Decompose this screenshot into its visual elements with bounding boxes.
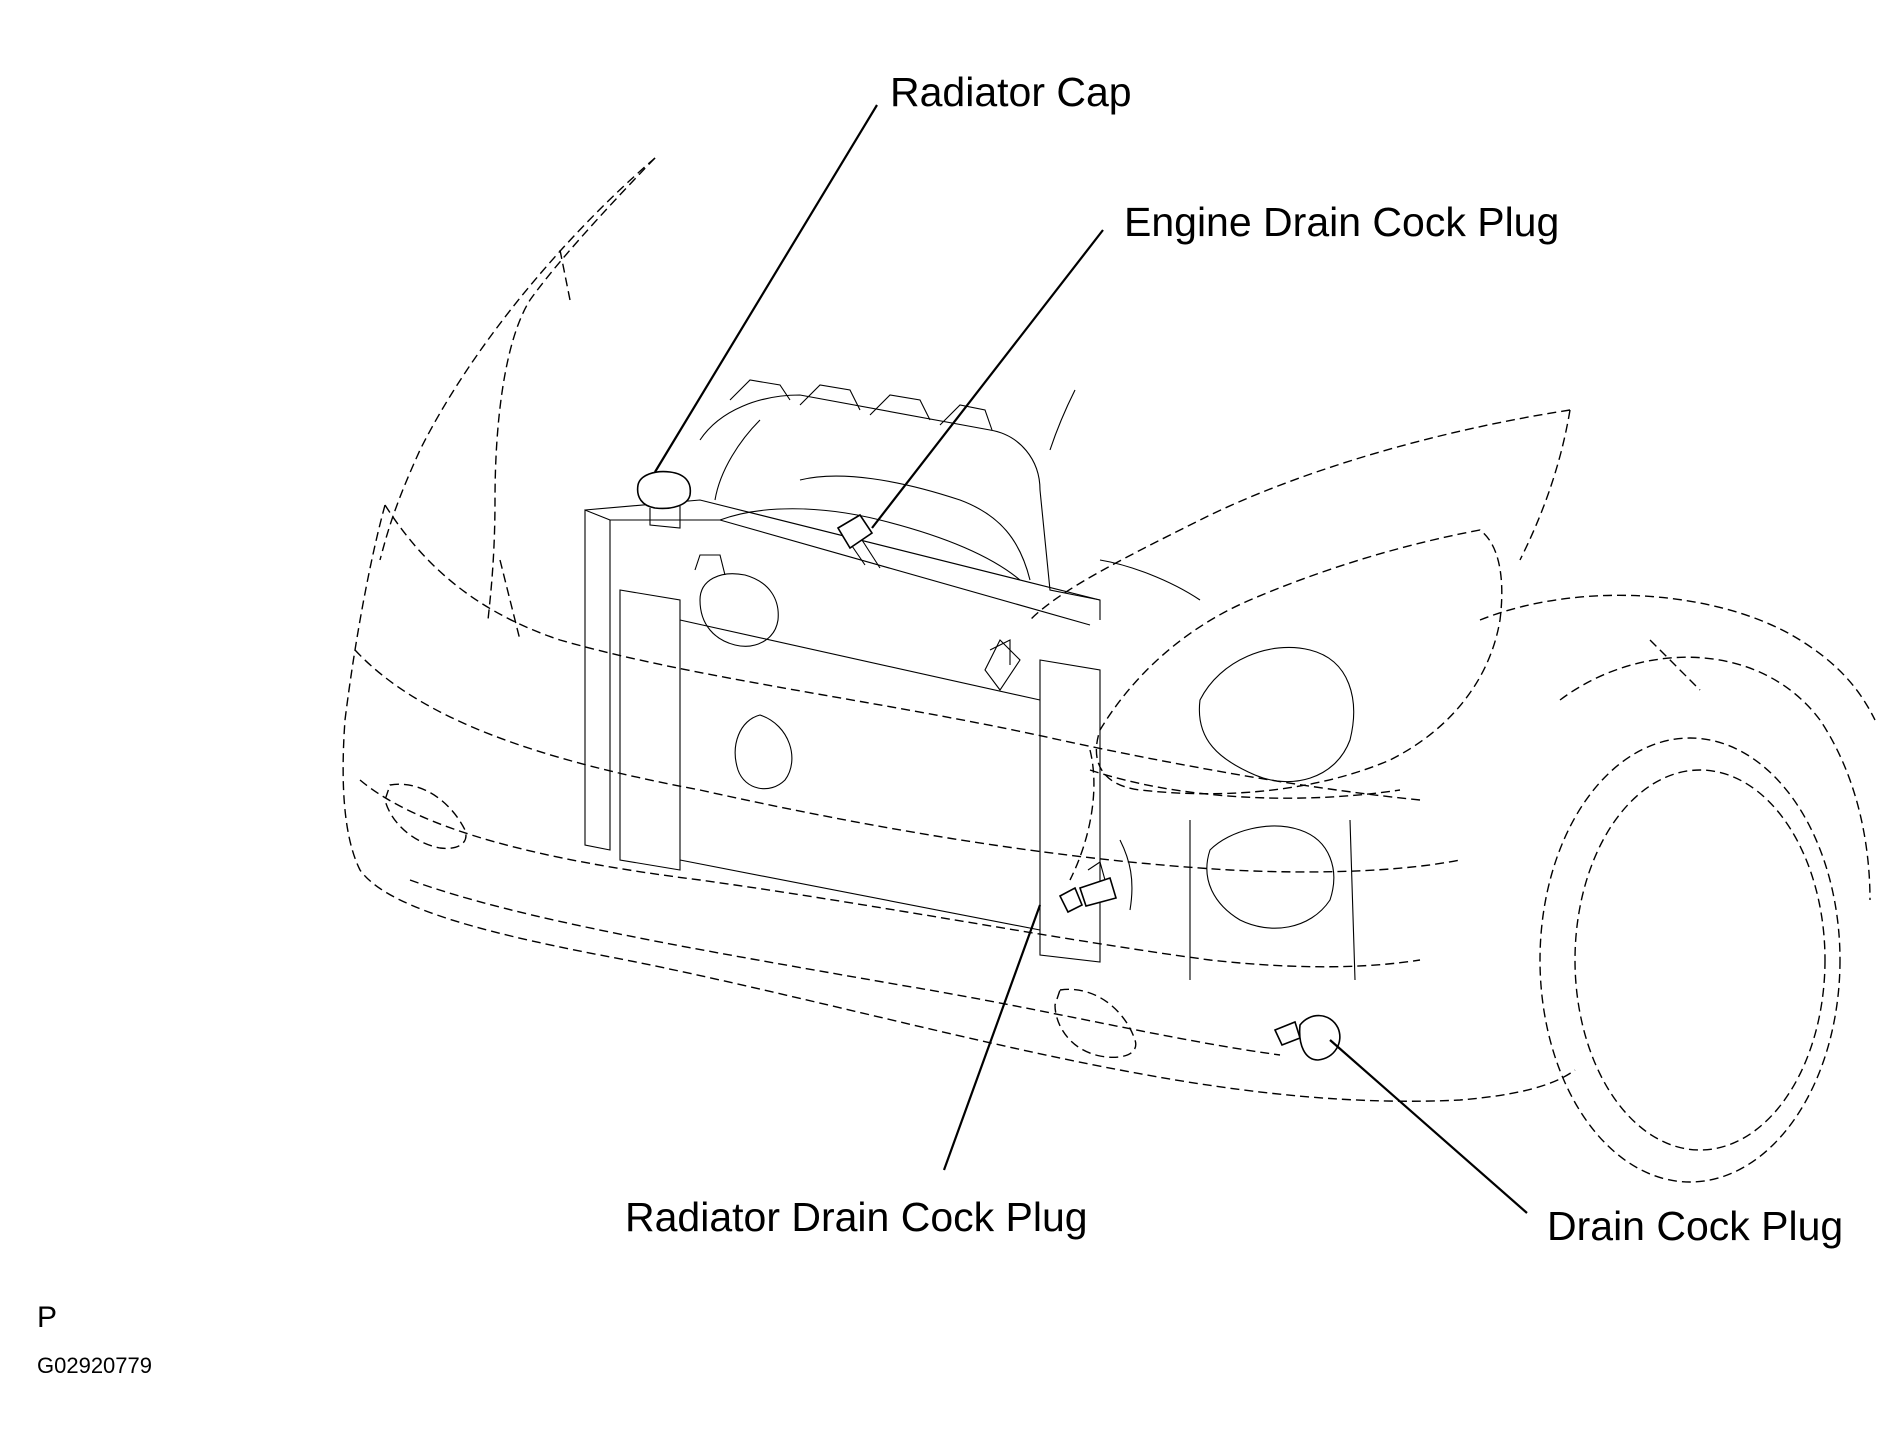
fog-lamp-left (384, 783, 467, 850)
front-wheel (1479, 594, 1876, 1183)
engine-drain-cock-plug-part (836, 513, 881, 569)
drain-cock-plug-part (1273, 1014, 1341, 1061)
leader-lines (654, 104, 1528, 1214)
radiator-drain-cock-plug-part (1058, 861, 1118, 914)
leader-radiator-drain-cock-plug (942, 904, 1042, 1171)
headlamp (1089, 529, 1503, 799)
label-radiator-drain-cock-plug: Radiator Drain Cock Plug (625, 1194, 1088, 1240)
view-code: P (37, 1301, 58, 1334)
label-radiator-cap: Radiator Cap (890, 69, 1132, 115)
label-engine-drain-cock-plug: Engine Drain Cock Plug (1124, 199, 1560, 245)
front-bumper (342, 504, 1576, 1102)
hood-outline (379, 157, 1571, 621)
leader-drain-cock-plug (1329, 1039, 1528, 1214)
figure-id: G02920779 (37, 1353, 152, 1378)
label-drain-cock-plug: Drain Cock Plug (1547, 1203, 1844, 1249)
radiator-cap-part (636, 470, 692, 529)
fog-lamp-right (1054, 988, 1137, 1058)
leader-engine-drain-cock-plug (871, 229, 1104, 529)
leader-radiator-cap (654, 104, 878, 473)
engine (699, 379, 1356, 981)
radiator-assembly (584, 499, 1101, 963)
